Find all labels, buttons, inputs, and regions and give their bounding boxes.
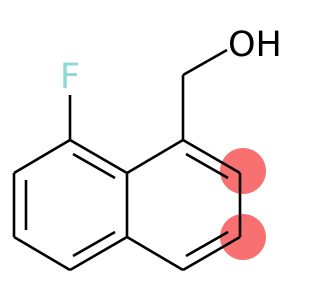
bond-c3-c4 <box>182 235 241 272</box>
bond-c3-c4-inner <box>185 230 229 258</box>
bond-ch2-o <box>182 48 228 77</box>
hydroxyl-group-label: OH <box>228 25 282 65</box>
bond-c4a-c5-inner <box>72 230 116 258</box>
bond-c1-c2 <box>182 138 241 175</box>
bond-c8-c8a <box>69 138 128 175</box>
fluorine-atom-label: F <box>60 57 80 97</box>
bond-c4-c4a <box>126 235 184 272</box>
bond-c8-c8a-inner <box>72 152 116 180</box>
bond-c1-c2-inner <box>185 152 229 180</box>
highlight-atom-c3 <box>220 214 266 260</box>
bond-c7-c8 <box>13 138 71 175</box>
bond-c8a-c1 <box>126 138 184 175</box>
highlight-atom-c2 <box>220 148 266 194</box>
bond-c4a-c5 <box>69 235 128 272</box>
bond-c5-c6 <box>13 235 71 272</box>
molecule-diagram: F OH <box>12 25 282 272</box>
